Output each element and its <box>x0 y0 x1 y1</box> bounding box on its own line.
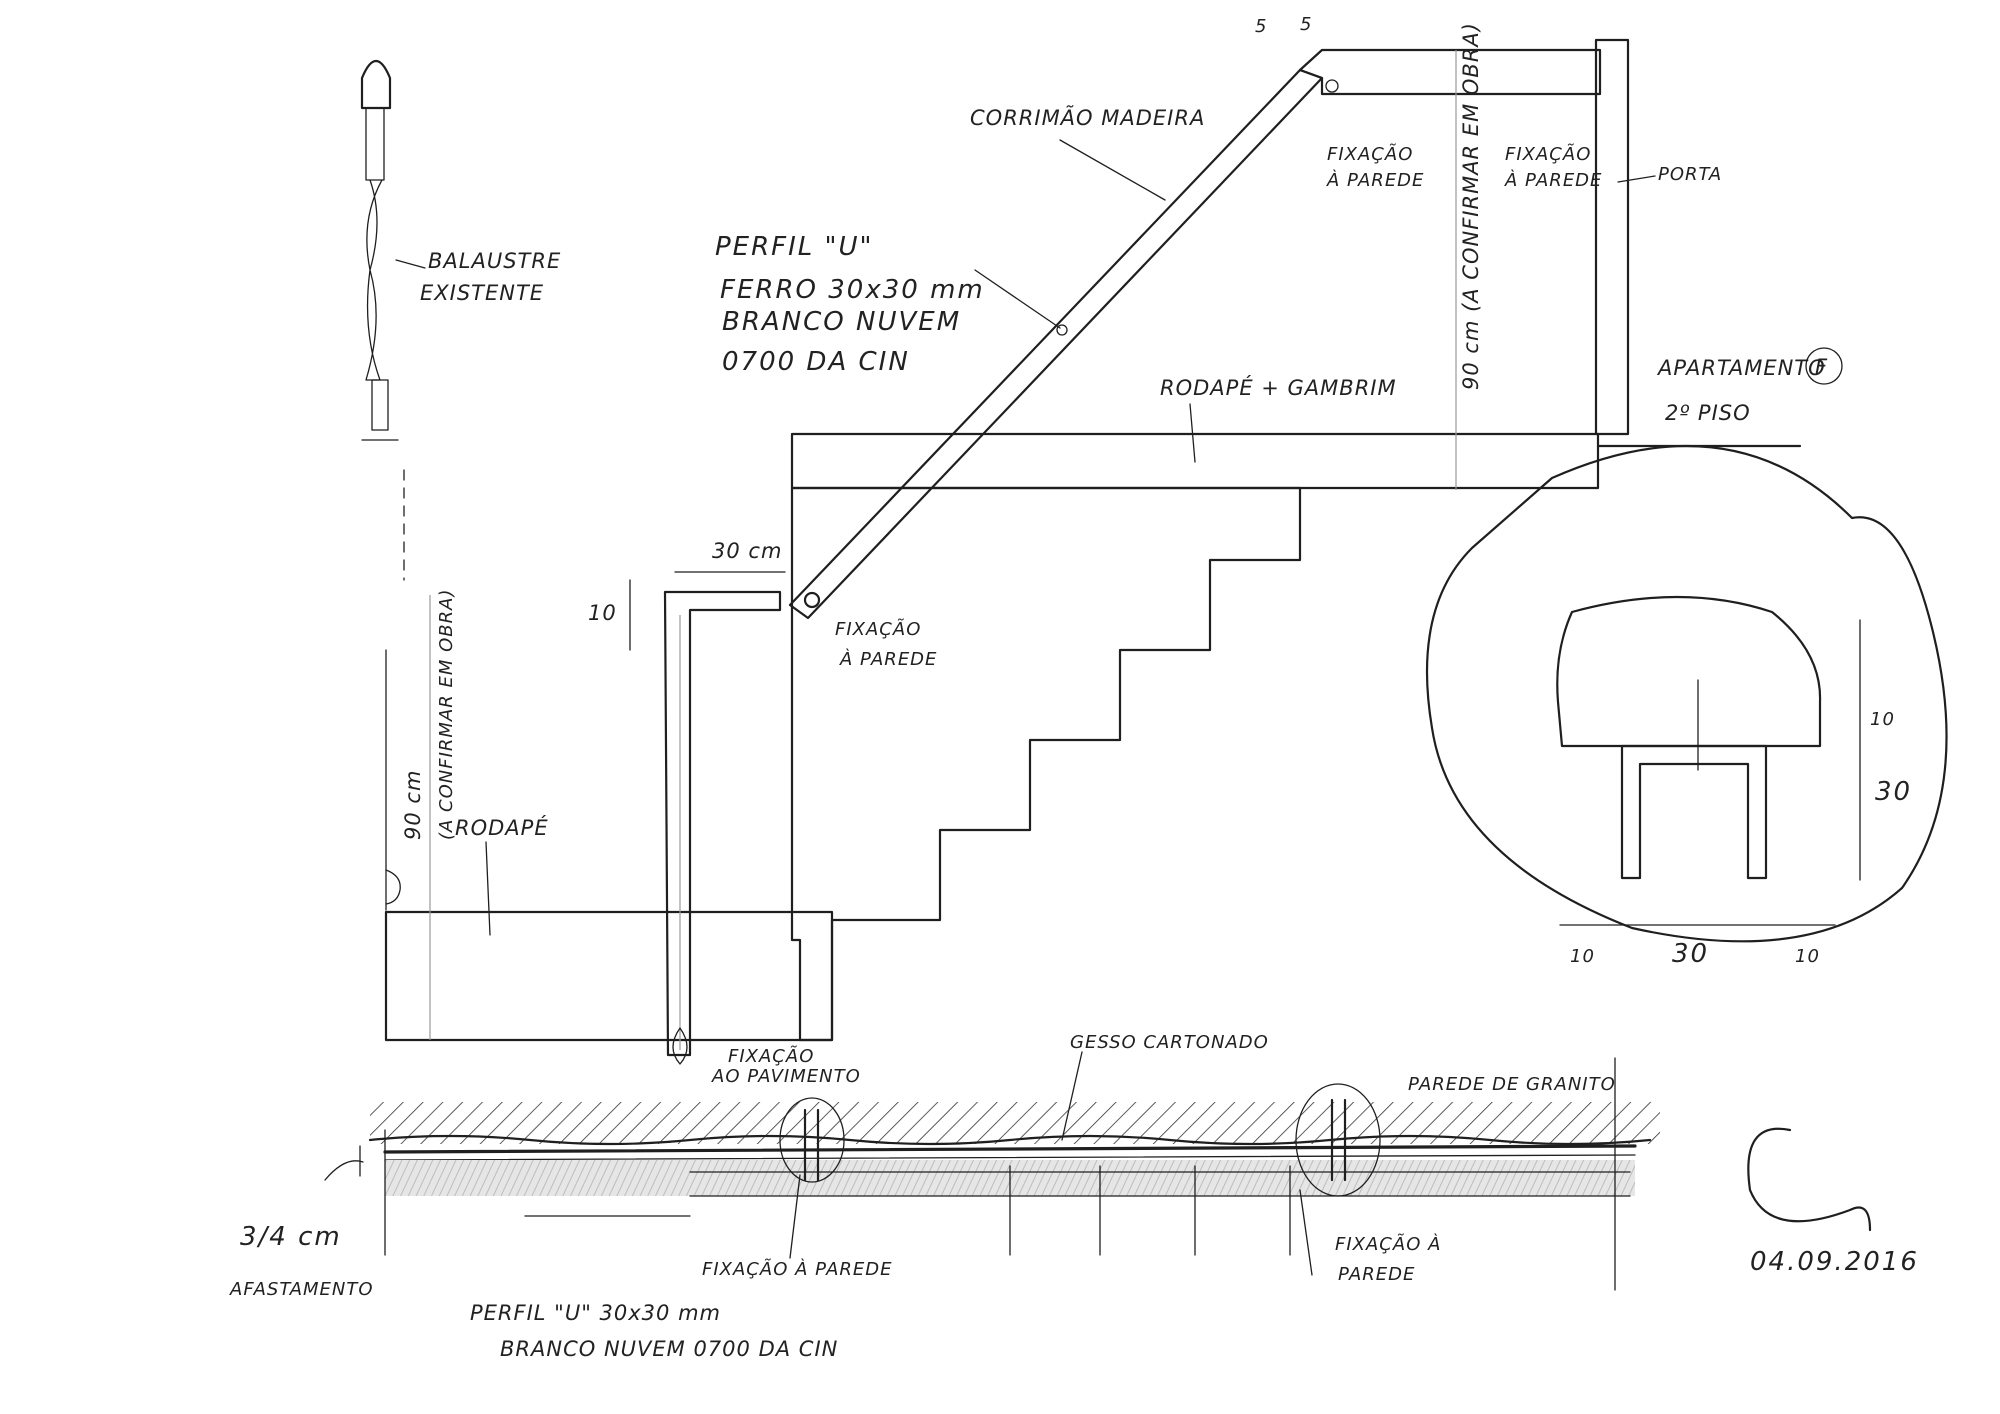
label-apartamento-letter: F <box>1815 355 1828 379</box>
label-piso: 2º PISO <box>1665 401 1751 425</box>
label-balaustre-2: EXISTENTE <box>420 281 544 305</box>
lower-landing-slab <box>384 910 834 1042</box>
label-parede-granito: PAREDE DE GRANITO <box>1408 1074 1616 1095</box>
label-afast-2: AFASTAMENTO <box>229 1279 374 1300</box>
label-fixacao-right-2: À PAREDE <box>1504 169 1602 191</box>
label-height-right: 90 cm (A CONFIRMAR EM OBRA) <box>1459 22 1483 390</box>
right-wall-door <box>1594 38 1630 436</box>
label-date: 04.09.2016 <box>1750 1247 1919 1277</box>
leader-perfil <box>974 269 1061 329</box>
section-detail <box>1425 444 1948 943</box>
label-balaustre-1: BALAUSTRE <box>428 249 561 273</box>
apartamento-circle <box>1805 347 1843 385</box>
existing-baluster <box>360 59 426 441</box>
top-handrail <box>1298 48 1602 96</box>
label-bottom-perfil-1: PERFIL "U" 30x30 mm <box>470 1301 721 1325</box>
left-wall <box>385 469 405 911</box>
label-fix-parede-bottom2-1: FIXAÇÃO À <box>1335 1233 1441 1255</box>
label-rodape: RODAPÉ <box>455 815 549 840</box>
label-rodape-gambrim: RODAPÉ + GAMBRIM <box>1160 375 1397 400</box>
afastamento-arrow <box>324 1145 364 1181</box>
label-perfil-4: 0700 DA CIN <box>722 347 910 377</box>
label-gesso: GESSO CARTONADO <box>1070 1032 1269 1053</box>
label-fixacao-mid-1: FIXAÇÃO <box>835 618 921 640</box>
label-bottom-perfil-2: BRANCO NUVEM 0700 DA CIN <box>500 1337 838 1361</box>
leader-fix-parede-bottom <box>789 1174 801 1259</box>
label-detail-dim-10-bottom: 10 <box>1795 946 1820 967</box>
signature <box>1747 1127 1872 1232</box>
stair-steps <box>790 486 1302 1042</box>
label-porta: PORTA <box>1658 164 1722 185</box>
label-dim-5a: 5 <box>1255 16 1267 37</box>
label-fix-parede-bottom: FIXAÇÃO À PAREDE <box>702 1258 893 1280</box>
label-detail-dim-10-right: 10 <box>1870 709 1895 730</box>
leader-porta <box>1617 175 1656 183</box>
plan-view <box>368 1057 1660 1291</box>
label-apartamento: APARTAMENTO <box>1656 356 1826 380</box>
label-dim-5b: 5 <box>1300 14 1312 35</box>
fixing-floor-mark <box>672 1027 688 1065</box>
fixing-point-handrail <box>1056 324 1068 336</box>
label-perfil-2: FERRO 30x30 mm <box>720 275 985 305</box>
label-height-left-note: (A CONFIRMAR EM OBRA) <box>436 589 457 840</box>
label-dim-10: 10 <box>588 601 617 625</box>
label-fix-parede-bottom2-2: PAREDE <box>1338 1264 1415 1285</box>
label-afast-1: 3/4 cm <box>240 1222 342 1252</box>
label-fixacao-top-1: FIXAÇÃO <box>1327 143 1413 165</box>
label-height-left: 90 cm <box>401 770 425 840</box>
label-fixacao-right-1: FIXAÇÃO <box>1505 143 1591 165</box>
fixing-point-mid <box>803 591 821 609</box>
leader-rodape-gambrim <box>1189 403 1196 463</box>
label-corrimao: CORRIMÃO MADEIRA <box>970 104 1205 130</box>
label-fixacao-top-2: À PAREDE <box>1326 169 1424 191</box>
label-detail-dim-30-right: 30 <box>1875 777 1912 807</box>
leader-rodape <box>485 841 491 936</box>
label-dim-30cm: 30 cm <box>712 539 782 563</box>
wooden-handrail <box>788 68 1324 620</box>
label-detail-dim-10-left: 10 <box>1570 946 1595 967</box>
label-perfil-3: BRANCO NUVEM <box>722 307 961 337</box>
label-fixacao-pav-2: AO PAVIMENTO <box>711 1066 861 1087</box>
leader-corrimao <box>1059 139 1166 201</box>
label-fixacao-mid-2: À PAREDE <box>839 648 937 670</box>
steel-u-profile-post <box>663 590 782 1057</box>
leader-fix-parede-bottom2 <box>1299 1189 1313 1276</box>
leader-gesso <box>1061 1051 1083 1141</box>
label-fixacao-pav-1: FIXAÇÃO <box>728 1045 814 1067</box>
label-detail-dim-30-bottom: 30 <box>1672 939 1709 969</box>
label-perfil-1: PERFIL "U" <box>715 232 874 262</box>
